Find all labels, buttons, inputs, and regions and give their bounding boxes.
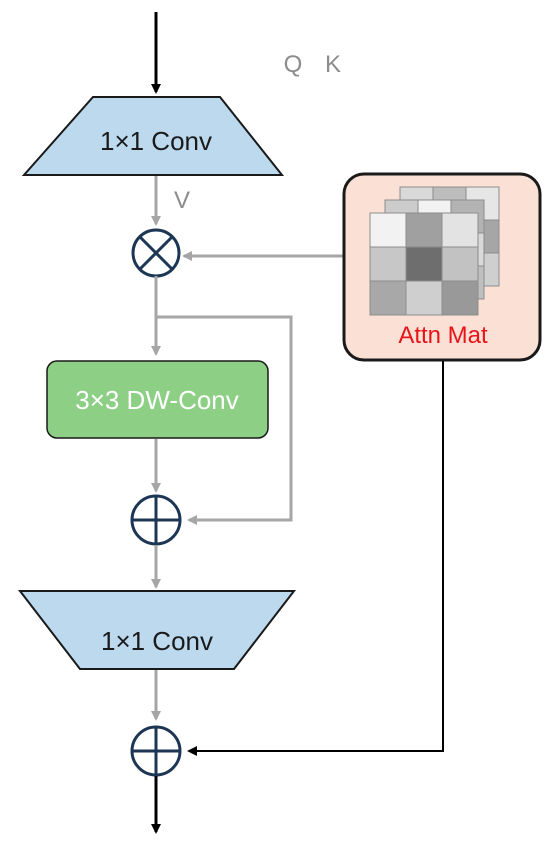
circled-plus-icon [130, 725, 182, 777]
top-conv-label: 1×1 Conv [100, 126, 212, 156]
dw-conv-block [46, 360, 269, 439]
attn-residual-path [187, 361, 444, 756]
v-label: V [174, 187, 190, 214]
q-label: Q [284, 51, 303, 78]
circled-plus-icon [130, 494, 182, 546]
circled-times-icon [131, 228, 181, 278]
top-conv-block [21, 96, 285, 176]
attn-mat-label: Attn Mat [398, 322, 488, 349]
bottom-conv-block [17, 590, 297, 670]
dw-residual-path [156, 315, 293, 525]
k-label: K [325, 51, 341, 78]
attn-matrix-icon [369, 186, 500, 316]
dw-conv-label: 3×3 DW-Conv [75, 385, 239, 415]
bottom-conv-label: 1×1 Conv [101, 626, 213, 656]
